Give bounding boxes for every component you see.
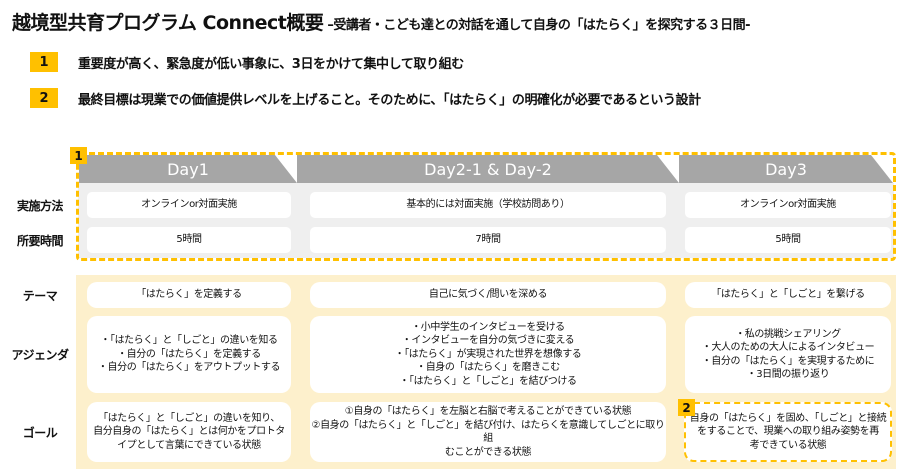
table-cell: 「はたらく」と「しごと」を繋げる [685, 282, 891, 308]
highlight-box-1 [76, 152, 896, 261]
row-label: ゴール [22, 425, 58, 440]
title-main: 越境型共育プログラム Connect概要 [12, 12, 324, 34]
row-label: アジェンダ [11, 348, 69, 362]
row-label: 所要時間 [16, 233, 64, 248]
table-cell: 自身の「はたらく」を固め、「しごと」と接続 をすることで、現業への取り組み姿勢を… [684, 402, 892, 462]
table-cell: ・小中学生のインタビューを受ける ・インタビューを自分の気づきに変える ・「はた… [310, 316, 666, 393]
table-cell: ・「はたらく」と「しごと」の違いを知る ・自分の「はたらく」を定義する ・自分の… [87, 316, 291, 393]
table-cell: オンラインor対面実施 [87, 192, 291, 218]
table-cell: 基本的には対面実施（学校訪問あり） [310, 192, 666, 218]
table-cell: 7時間 [310, 227, 666, 253]
table-cell: ①自身の「はたらく」を左脳と右脳で考えることができている状態 ②自身の「はたらく… [310, 402, 666, 462]
column-header-day1: Day1 [79, 155, 297, 183]
point-badge: 1 [30, 52, 58, 72]
point-text: 最終目標は現業での価値提供レベルを上げること。そのために、「はたらく」の明確化が… [78, 92, 701, 108]
column-header-day3: Day3 [679, 155, 893, 183]
table-cell: 「はたらく」と「しごと」の違いを知り、 自分自身の「はたらく」とは何かをプロトタ… [87, 402, 291, 462]
column-header-day2: Day2-1 & Day-2 [297, 155, 679, 183]
page-title: 越境型共育プログラム Connect概要 –受講者・こども達との対話を通して自身… [12, 8, 750, 35]
point-2: 2 最終目標は現業での価値提供レベルを上げること。そのために、「はたらく」の明確化… [30, 88, 701, 108]
table-cell: 5時間 [87, 227, 291, 253]
table-cell: 「はたらく」を定義する [87, 282, 291, 308]
table-cell: 5時間 [685, 227, 891, 253]
table-cell: オンラインor対面実施 [685, 192, 891, 218]
table-cell: 自己に気づく/問いを深める [310, 282, 666, 308]
title-subtitle: –受講者・こども達との対話を通して自身の「はたらく」を探究する３日間- [323, 18, 750, 33]
highlight-badge-2: 2 [678, 399, 695, 416]
point-badge: 2 [30, 88, 58, 108]
point-text: 重要度が高く、緊急度が低い事象に、3日をかけて集中して取り組む [78, 56, 464, 72]
highlight-badge-1: 1 [70, 147, 87, 164]
point-1: 1 重要度が高く、緊急度が低い事象に、3日をかけて集中して取り組む [30, 52, 464, 72]
table-cell: ・私の挑戦シェアリング ・大人のための大人によるインタビュー ・自分の「はたらく… [685, 316, 891, 393]
row-label: 実施方法 [16, 198, 64, 213]
row-label: テーマ [22, 288, 58, 303]
